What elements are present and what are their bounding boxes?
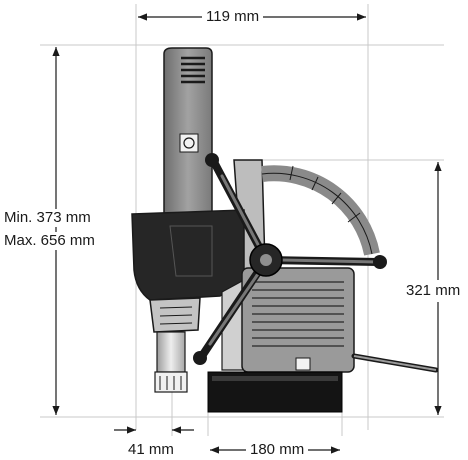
cutter xyxy=(154,371,188,393)
brand-logo-icon xyxy=(179,133,199,153)
arc-guard xyxy=(261,165,380,256)
gearbox xyxy=(131,209,245,301)
feed-handles xyxy=(193,153,387,365)
magnet-housing xyxy=(241,267,355,373)
arc-ticks xyxy=(289,165,361,223)
height-max-label: Max. 656 mm xyxy=(4,232,95,250)
vent-grille-icon xyxy=(181,56,205,84)
brand-logo-icon xyxy=(295,357,311,371)
arbor xyxy=(156,331,186,373)
chuck xyxy=(149,297,201,333)
arc-guard-edge xyxy=(261,172,373,255)
base-length-label: 180 mm xyxy=(246,441,309,459)
height-min-label: Min. 373 mm xyxy=(4,209,91,227)
magnetic-drill xyxy=(131,47,439,413)
column-height-label: 321 mm xyxy=(406,280,461,302)
overall-width-label: 119 mm xyxy=(202,8,264,26)
vent-grille-icon xyxy=(252,281,344,347)
spindle-offset-label: 41 mm xyxy=(126,441,176,459)
